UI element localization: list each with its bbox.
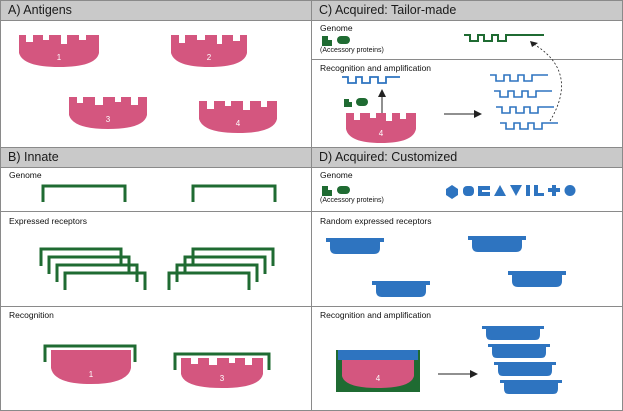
accessory-protein-icons <box>322 36 350 46</box>
panel-b-recognition-label: Recognition <box>9 310 54 320</box>
panel-d-title: D) Acquired: Customized <box>319 150 458 164</box>
dashed-arrow-head <box>530 41 538 47</box>
panel-d-antigen-label: 4 <box>375 374 381 383</box>
panel-d-divider-1 <box>312 211 622 212</box>
panel-a-title: A) Antigens <box>8 3 72 17</box>
recognition-1-label: 1 <box>88 370 94 379</box>
panel-c-divider <box>312 59 622 60</box>
dashed-return-arrow <box>531 42 562 122</box>
amplify-arrow-head <box>474 110 482 118</box>
expressed-innate-receptors <box>39 247 275 290</box>
panel-b-header: B) Innate <box>1 148 311 168</box>
panel-b-divider-2 <box>1 306 311 307</box>
accessory-proteins-small <box>344 98 368 107</box>
antigen-4-label: 4 <box>235 119 241 128</box>
genome-tailored-gene <box>464 34 544 42</box>
panel-c-antigen-label: 4 <box>378 129 384 138</box>
panel-c-drawing <box>322 34 562 143</box>
panel-c-accessory-label: (Accessory proteins) <box>320 47 384 54</box>
recognition-innate-1 <box>43 344 137 384</box>
panel-b-title: B) Innate <box>8 150 59 164</box>
panel-c-title: C) Acquired: Tailor-made <box>319 3 457 17</box>
receptor-template <box>342 76 400 84</box>
antigen-3 <box>69 97 147 129</box>
recognition-innate-3 <box>173 352 271 388</box>
panel-d-accessory-label: (Accessory proteins) <box>320 197 384 204</box>
panel-c-tailor-made: C) Acquired: Tailor-made Genome (Accesso… <box>311 0 623 148</box>
panel-d-genome-label: Genome <box>320 170 353 180</box>
random-receptor-3 <box>372 281 430 297</box>
antigen-1-label: 1 <box>56 53 62 62</box>
recognition-3-label: 3 <box>219 374 225 383</box>
panel-d-random-label: Random expressed receptors <box>320 216 432 226</box>
panel-a-antigens: A) Antigens 1 2 3 4 <box>0 0 312 148</box>
panel-c-genome-label: Genome <box>320 23 353 33</box>
random-receptor-1 <box>326 238 384 254</box>
panel-b-expressed-label: Expressed receptors <box>9 216 87 226</box>
amplify-arrow-head-d <box>470 370 478 378</box>
antigen-4-c <box>346 113 416 143</box>
random-receptor-4 <box>508 271 566 287</box>
panel-b-innate: B) Innate Genome Expressed receptors Rec… <box>0 147 312 411</box>
antigen-2 <box>171 35 247 67</box>
antigen-2-label: 2 <box>206 53 212 62</box>
panel-c-header: C) Acquired: Tailor-made <box>312 1 622 21</box>
panel-b-drawing <box>39 184 277 388</box>
panel-a-header: A) Antigens <box>1 1 311 21</box>
gene-segment-pieces <box>446 185 576 199</box>
amplified-receptors-d <box>482 326 562 394</box>
recognition-complex-d <box>336 350 420 392</box>
accessory-protein-icons-d <box>322 186 350 196</box>
panel-d-drawing <box>322 185 576 394</box>
panel-b-genome-label: Genome <box>9 170 42 180</box>
antigen-1 <box>19 35 99 67</box>
antigen-4 <box>199 101 277 133</box>
panel-b-divider-1 <box>1 211 311 212</box>
antigen-3-label: 3 <box>105 115 111 124</box>
random-receptor-2 <box>468 236 526 252</box>
panel-d-header: D) Acquired: Customized <box>312 148 622 168</box>
up-arrow-head <box>378 89 386 97</box>
panel-d-recognition-label: Recognition and amplification <box>320 310 432 320</box>
panel-c-recognition-label: Recognition and amplification <box>320 63 432 73</box>
amplified-receptors <box>490 74 558 130</box>
panel-d-divider-2 <box>312 306 622 307</box>
genome-innate-receptors <box>41 184 277 202</box>
panel-a-drawing <box>19 35 277 133</box>
panel-d-customized: D) Acquired: Customized Genome (Accessor… <box>311 147 623 411</box>
